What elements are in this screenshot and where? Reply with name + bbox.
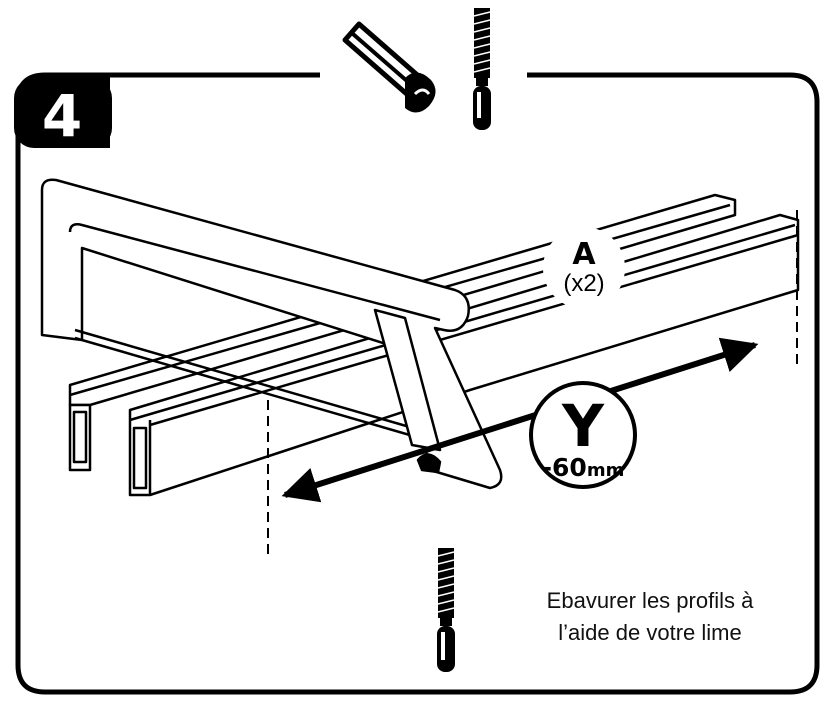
part-letter: A [572, 237, 596, 272]
dimension-badge: Y -60mm [529, 381, 637, 489]
part-label: A (x2) [543, 227, 625, 309]
part-quantity: (x2) [563, 270, 604, 297]
step-number: 4 [42, 82, 82, 150]
instruction-line-2: l’aide de votre lime [558, 620, 742, 645]
step-badge: 4 [14, 76, 112, 150]
hacksaw-icon [342, 21, 436, 113]
dimension-value: -60 [542, 453, 587, 482]
dimension-letter: Y [561, 392, 605, 460]
dimension-arrow [281, 337, 759, 503]
file-icon-bottom [437, 548, 455, 672]
file-icon [473, 8, 491, 130]
dimension-value-text: -60mm [542, 453, 625, 482]
instruction-text: Ebavurer les profils à l’aide de votre l… [495, 585, 805, 649]
dimension-unit: mm [587, 460, 625, 481]
instruction-line-1: Ebavurer les profils à [546, 588, 754, 613]
